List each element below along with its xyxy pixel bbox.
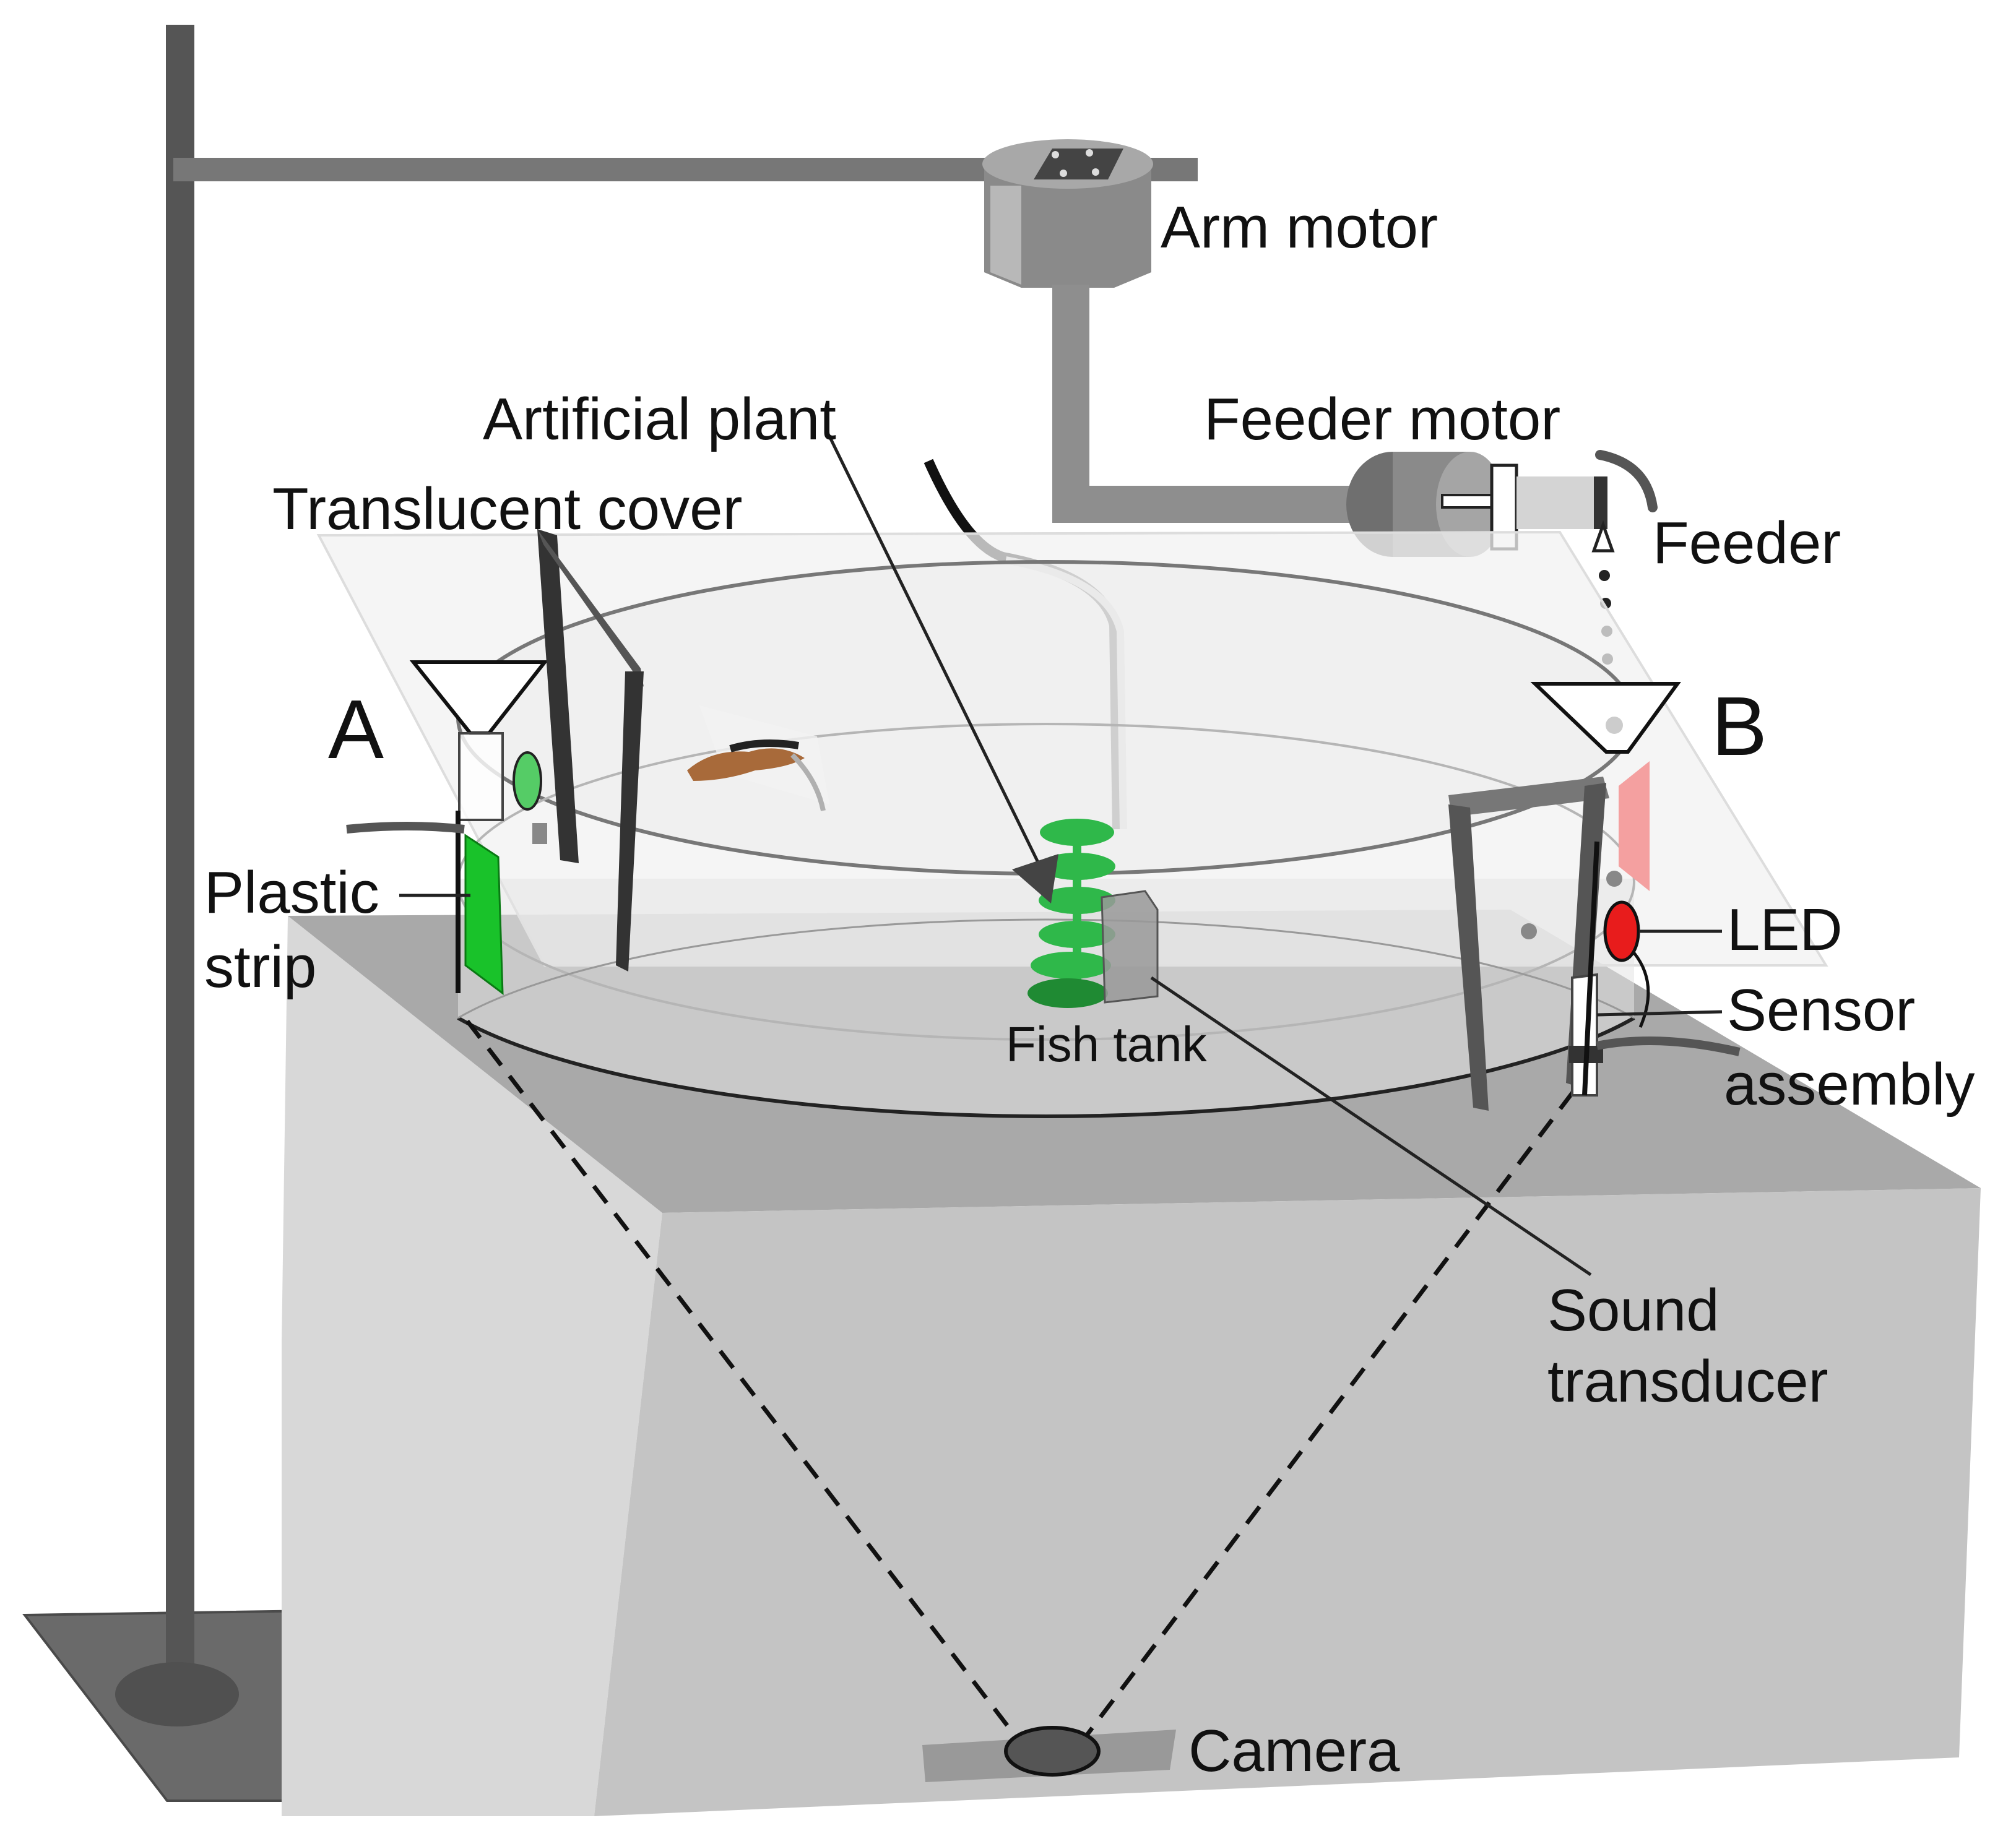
label-sensor-assembly-line1: Sensor [1727,977,1915,1043]
leader-sensor-assembly [1596,1010,1723,1017]
box-left-face [282,916,662,1816]
label-led: LED [1727,897,1843,963]
label-artificial-plant: Artificial plant [483,386,836,452]
label-feeder-motor: Feeder motor [1204,386,1560,452]
sound-transducer [1101,890,1159,1004]
label-feeder: Feeder [1653,510,1841,576]
green-cue-disc [513,751,542,811]
feeder-hook [1595,450,1658,512]
mount-bolt [1092,168,1099,176]
mount-bolt [1086,149,1093,157]
feeding-frame-a-top [537,529,644,687]
plastic-strip [464,834,504,996]
label-plastic-strip-line1: Plastic [204,860,379,926]
fish-icon [687,705,829,811]
food-pellet [1599,570,1610,581]
feeder-arm-horizontal [1052,486,1362,523]
stand-pole [166,25,194,1696]
leader-artificial-plant [828,435,1048,880]
box-front-face [594,1188,1981,1816]
feeding-frame-b-top [1448,777,1609,817]
stand-foot [115,1662,239,1726]
leader-arrowhead [1012,854,1058,903]
camera-view-line-right [1084,1062,1596,1738]
label-side-b: B [1711,679,1767,773]
feeding-frame-b-left [1448,804,1489,1111]
camera-view-line-left [465,1019,1017,1738]
mount-bolt [1052,151,1059,158]
cue-b-dot [1606,717,1623,734]
sensor-b-rod [1582,841,1599,1096]
feeding-frame-a-front [537,529,579,863]
fish-tank-bottom-rim [457,1016,1635,1118]
label-camera: Camera [1188,1718,1400,1784]
feeder-funnel-tip [1591,520,1615,553]
label-translucent-cover: Translucent cover [272,476,742,542]
arm-motor-highlight [990,186,1021,285]
leader-sound-transducer [1150,976,1592,1277]
label-sound-transducer-line1: Sound [1547,1277,1720,1343]
screw-dot [1521,923,1537,939]
feeding-frame-a-back [616,671,644,972]
label-plastic-strip-line2: strip [204,934,316,1000]
feeder-shaft [1441,494,1499,509]
red-panel [1619,761,1650,891]
screw-dot [1606,871,1622,887]
mount-bolt [1060,170,1067,177]
label-arm-motor: Arm motor [1161,194,1438,261]
led-wire [1633,952,1650,1028]
led-icon [1603,900,1640,962]
fish-tank-bottom-rim-back [457,918,1635,1019]
translucent-cover [316,530,1828,967]
camera-icon [1004,1726,1101,1777]
label-fish-tank: Fish tank [1006,1017,1208,1072]
label-side-a: A [328,683,384,776]
feeder-arm-vertical [1052,285,1089,523]
sensor-assembly-a [458,732,504,821]
artificial-plant [1027,819,1115,1008]
cue-funnel-b [1530,682,1681,754]
label-sensor-assembly-line2: assembly [1724,1051,1975,1118]
cable-a [346,822,465,834]
feeder-drum-end [1594,476,1607,529]
label-sound-transducer-line2: transducer [1547,1348,1828,1415]
sensor-a-lower [532,823,547,844]
feeder-drum [1516,476,1597,529]
cable-b [1596,1037,1741,1056]
arm-motor-body [984,167,1151,288]
